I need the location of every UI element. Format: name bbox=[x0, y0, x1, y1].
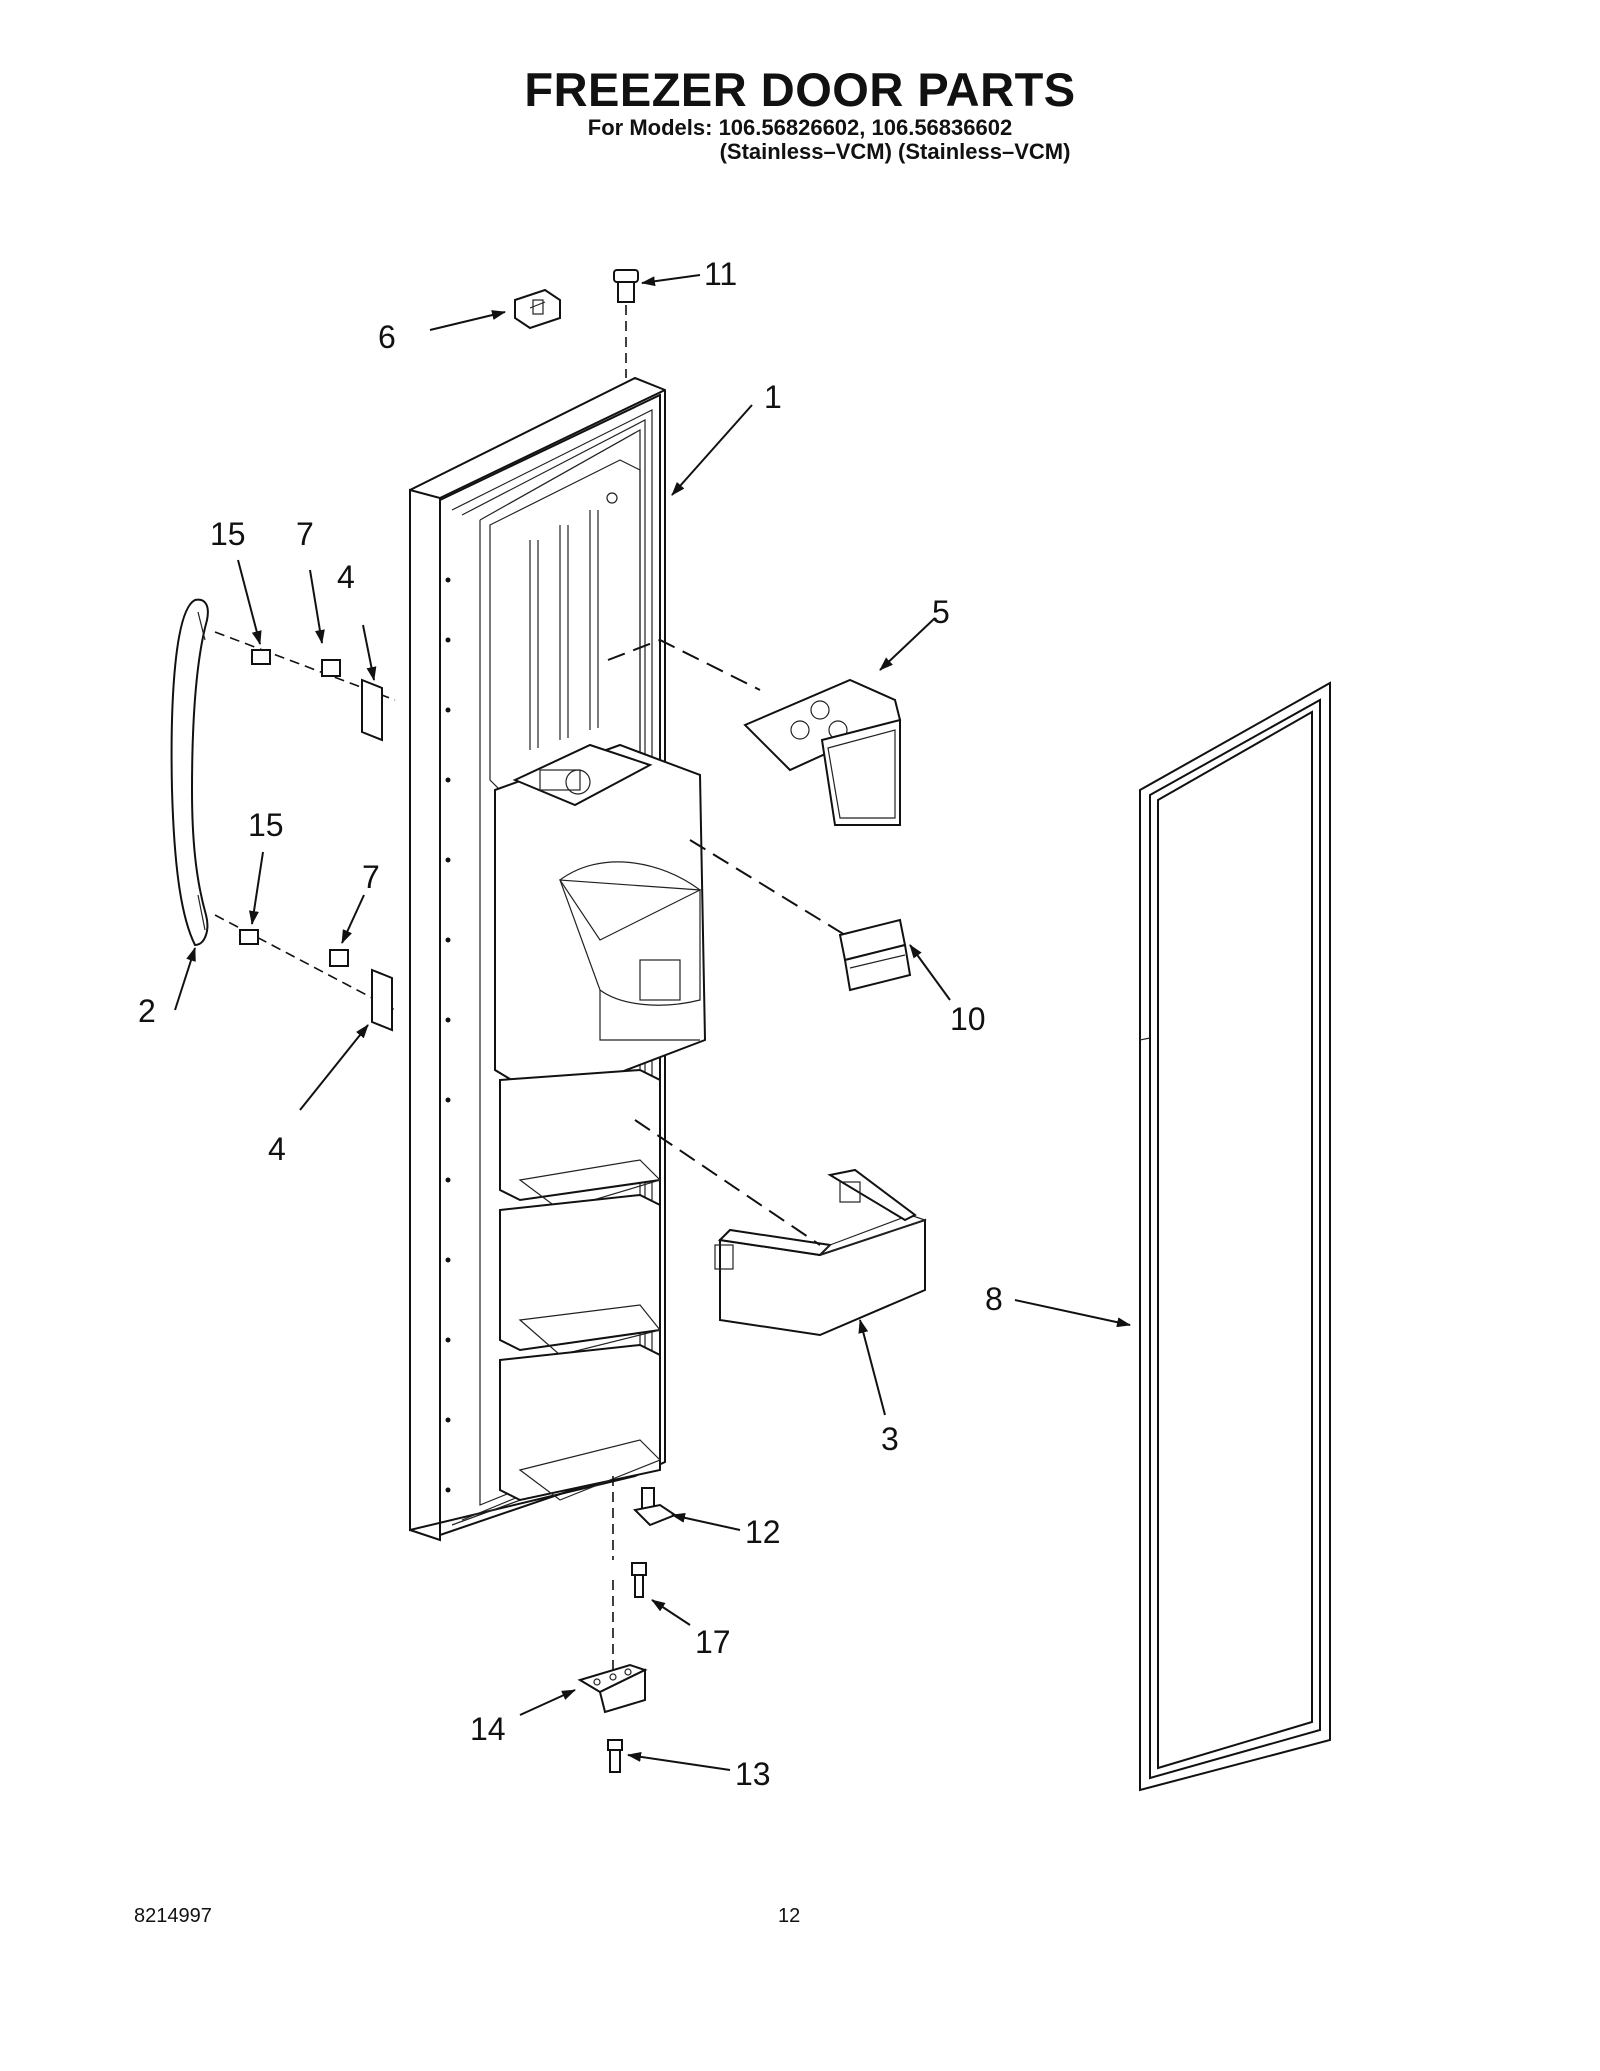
callout-13: 13 bbox=[735, 1756, 771, 1792]
part-2-handle bbox=[170, 598, 209, 947]
part-17-screw bbox=[631, 1562, 647, 1598]
door-rail-dots bbox=[445, 577, 451, 1493]
callout-15-lower: 15 bbox=[248, 807, 284, 843]
callout-3: 3 bbox=[881, 1421, 899, 1457]
callout-14: 14 bbox=[470, 1711, 506, 1747]
fasteners-lower bbox=[214, 914, 396, 1032]
part-11-plug bbox=[613, 269, 639, 378]
callout-4-lower: 4 bbox=[268, 1131, 286, 1167]
callout-8: 8 bbox=[985, 1281, 1003, 1317]
callout-7-lower: 7 bbox=[362, 859, 380, 895]
callout-7-upper: 7 bbox=[296, 516, 314, 552]
fasteners-upper bbox=[214, 631, 396, 742]
models-line: For Models: 106.56826602, 106.56836602 bbox=[587, 115, 1013, 140]
part-14-hinge-plate bbox=[577, 1663, 648, 1714]
page-number: 12 bbox=[778, 1905, 801, 1927]
document-number: 8214997 bbox=[134, 1905, 212, 1927]
part-6-clip bbox=[514, 288, 561, 330]
callout-15-upper: 15 bbox=[210, 516, 246, 552]
callout-labels: 1 2 3 4 4 5 6 7 7 8 10 11 12 13 14 15 15… bbox=[138, 256, 1003, 1792]
callout-2: 2 bbox=[138, 993, 156, 1029]
page-header: FREEZER DOOR PARTS For Models: 106.56826… bbox=[0, 64, 1600, 164]
part-13-screw bbox=[607, 1739, 623, 1773]
callout-12: 12 bbox=[745, 1514, 781, 1550]
part-12-hinge-pin bbox=[632, 1487, 678, 1527]
callout-4-upper: 4 bbox=[337, 559, 355, 595]
part-10-bar bbox=[689, 839, 912, 992]
callout-1: 1 bbox=[764, 379, 782, 415]
callout-6: 6 bbox=[378, 319, 396, 355]
leader-lines bbox=[174, 274, 1131, 1771]
part-8-door-gasket bbox=[1139, 681, 1331, 1792]
callout-17: 17 bbox=[695, 1624, 731, 1660]
door-shelves bbox=[499, 1068, 662, 1502]
finish-line: (Stainless–VCM) (Stainless–VCM) bbox=[719, 139, 1071, 164]
page-title: FREEZER DOOR PARTS bbox=[524, 63, 1076, 116]
part-3-door-bin bbox=[634, 1119, 927, 1337]
freezer-door-panel bbox=[409, 376, 707, 1542]
hinge-assembly bbox=[577, 1476, 678, 1773]
part-5-bracket bbox=[607, 638, 902, 826]
callout-10: 10 bbox=[950, 1001, 986, 1037]
callout-5: 5 bbox=[932, 594, 950, 630]
callout-11: 11 bbox=[704, 256, 737, 292]
